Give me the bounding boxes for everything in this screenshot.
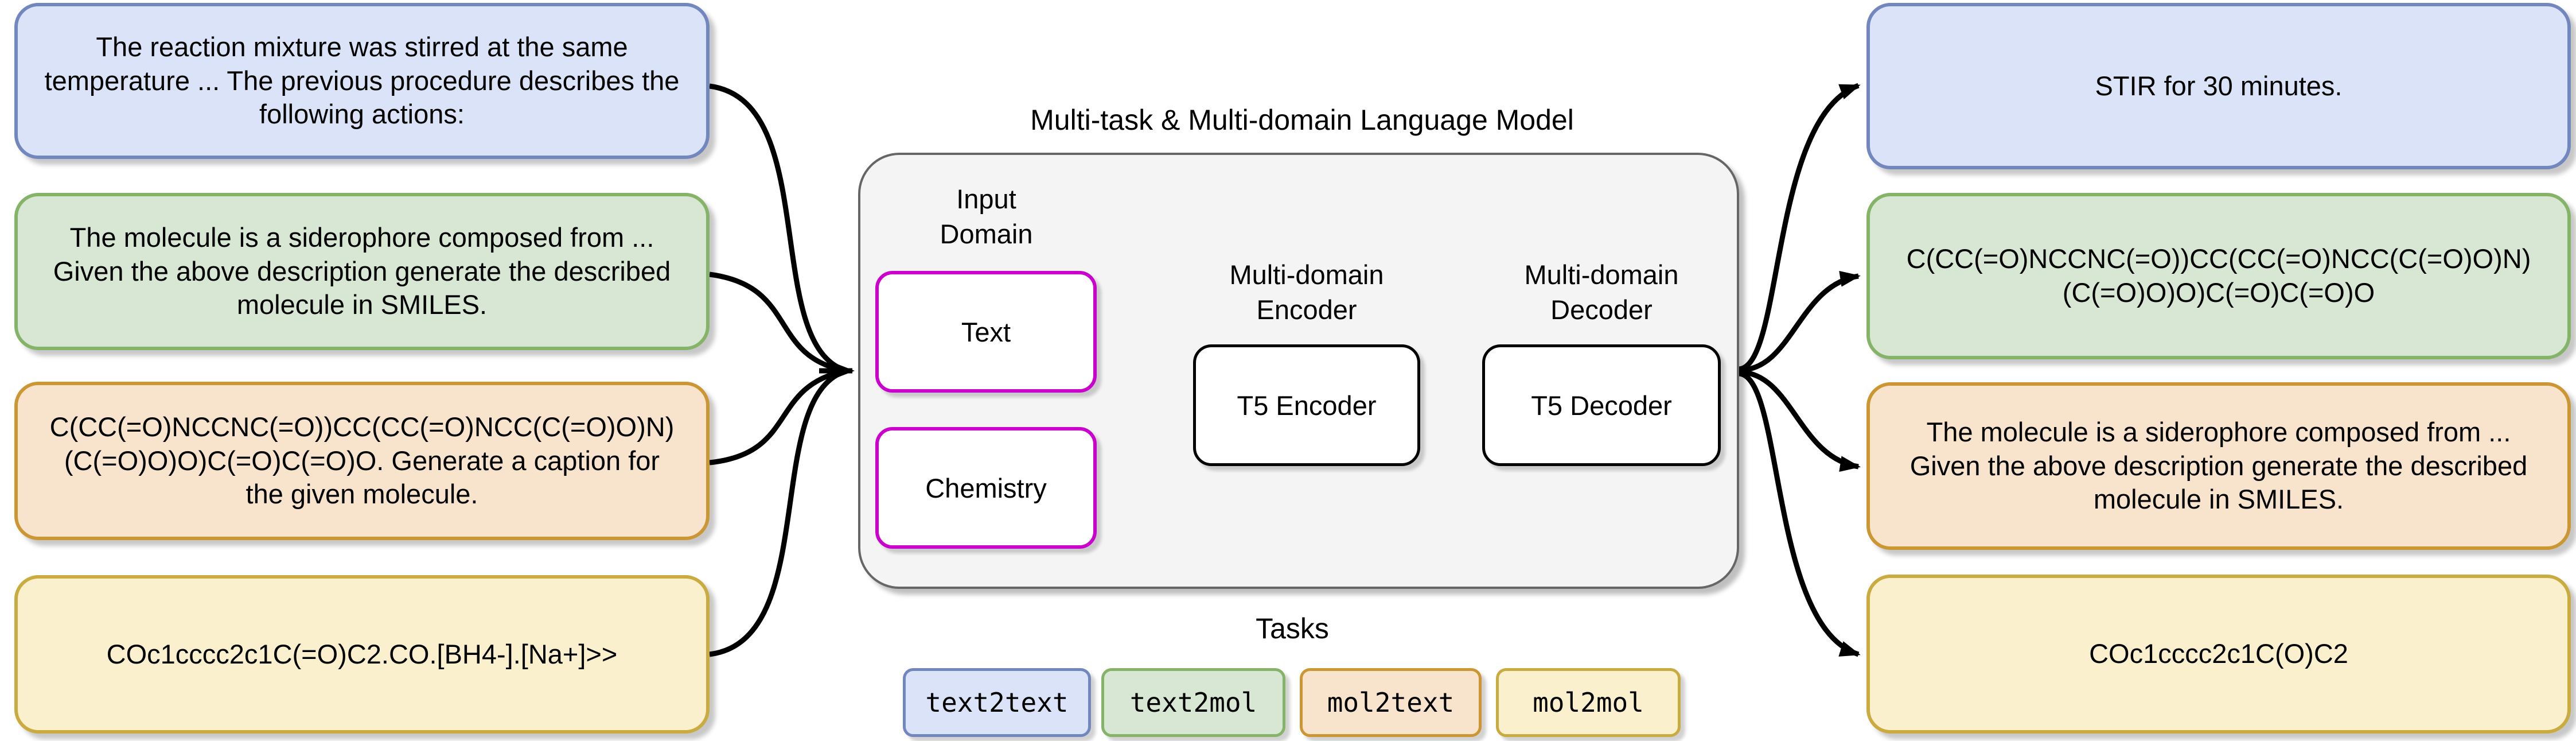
task-chip-mol2text-label: mol2text: [1327, 687, 1455, 718]
domain-box-text: Text: [875, 271, 1097, 393]
arrow-output-1: [1739, 83, 1861, 372]
input-box-text2mol: The molecule is a siderophore composed f…: [14, 193, 710, 350]
arrow-output-4: [1739, 371, 1861, 657]
tasks-heading: Tasks: [1256, 612, 1329, 645]
task-chip-mol2text: mol2text: [1300, 668, 1482, 737]
output-box-text2mol: C(CC(=O)NCCNC(=O))CC(CC(=O)NCC(C(=O)O)N)…: [1866, 193, 2571, 359]
t5-encoder-label: T5 Encoder: [1237, 390, 1377, 421]
model-title: Multi-task & Multi-domain Language Model: [1030, 104, 1574, 136]
task-chip-mol2mol-label: mol2mol: [1533, 687, 1644, 718]
domain-box-chemistry: Chemistry: [875, 427, 1097, 549]
arrow-input-3: [709, 368, 844, 465]
t5-decoder-box: T5 Decoder: [1482, 344, 1721, 466]
input-text-mol2mol: COc1cccc2c1C(=O)C2.CO.[BH4-].[Na+]>>: [106, 638, 618, 669]
arrow-input-1: [709, 83, 844, 373]
task-chip-text2text: text2text: [903, 668, 1091, 737]
input-box-text2text: The reaction mixture was stirred at the …: [14, 3, 710, 159]
arrow-output-2: [1739, 271, 1861, 373]
arrow-output-3: [1739, 369, 1861, 472]
input-text-text2mol: The molecule is a siderophore composed f…: [53, 222, 671, 320]
t5-decoder-label: T5 Decoder: [1531, 390, 1672, 421]
input-text-mol2text: C(CC(=O)NCCNC(=O))CC(CC(=O)NCC(C(=O)O)N)…: [49, 411, 675, 510]
decoder-label: Multi-domain Decoder: [1524, 259, 1679, 325]
arrow-input-2: [709, 271, 844, 373]
domain-chemistry-label: Chemistry: [925, 472, 1047, 503]
output-text-text2mol: C(CC(=O)NCCNC(=O))CC(CC(=O)NCC(C(=O)O)N)…: [1906, 243, 2531, 308]
input-domain-label: Input Domain: [940, 184, 1033, 250]
encoder-label: Multi-domain Encoder: [1229, 259, 1384, 325]
output-box-mol2text: The molecule is a siderophore composed f…: [1866, 382, 2571, 550]
t5-encoder-box: T5 Encoder: [1193, 344, 1420, 466]
task-chip-mol2mol: mol2mol: [1496, 668, 1681, 737]
input-box-mol2text: C(CC(=O)NCCNC(=O))CC(CC(=O)NCC(C(=O)O)N)…: [14, 382, 710, 540]
output-text-text2text: STIR for 30 minutes.: [2095, 70, 2343, 101]
output-text-mol2mol: COc1cccc2c1C(O)C2: [2089, 638, 2348, 669]
task-chip-text2text-label: text2text: [925, 687, 1069, 718]
arrow-input-4: [709, 369, 844, 657]
output-text-mol2text: The molecule is a siderophore composed f…: [1909, 416, 2528, 515]
task-chip-text2mol-label: text2mol: [1129, 687, 1257, 718]
task-chip-text2mol: text2mol: [1101, 668, 1285, 737]
output-box-mol2mol: COc1cccc2c1C(O)C2: [1866, 575, 2571, 734]
domain-text-label: Text: [961, 316, 1011, 347]
output-box-text2text: STIR for 30 minutes.: [1866, 3, 2571, 169]
input-text-text2text: The reaction mixture was stirred at the …: [44, 31, 680, 130]
input-box-mol2mol: COc1cccc2c1C(=O)C2.CO.[BH4-].[Na+]>>: [14, 575, 710, 734]
